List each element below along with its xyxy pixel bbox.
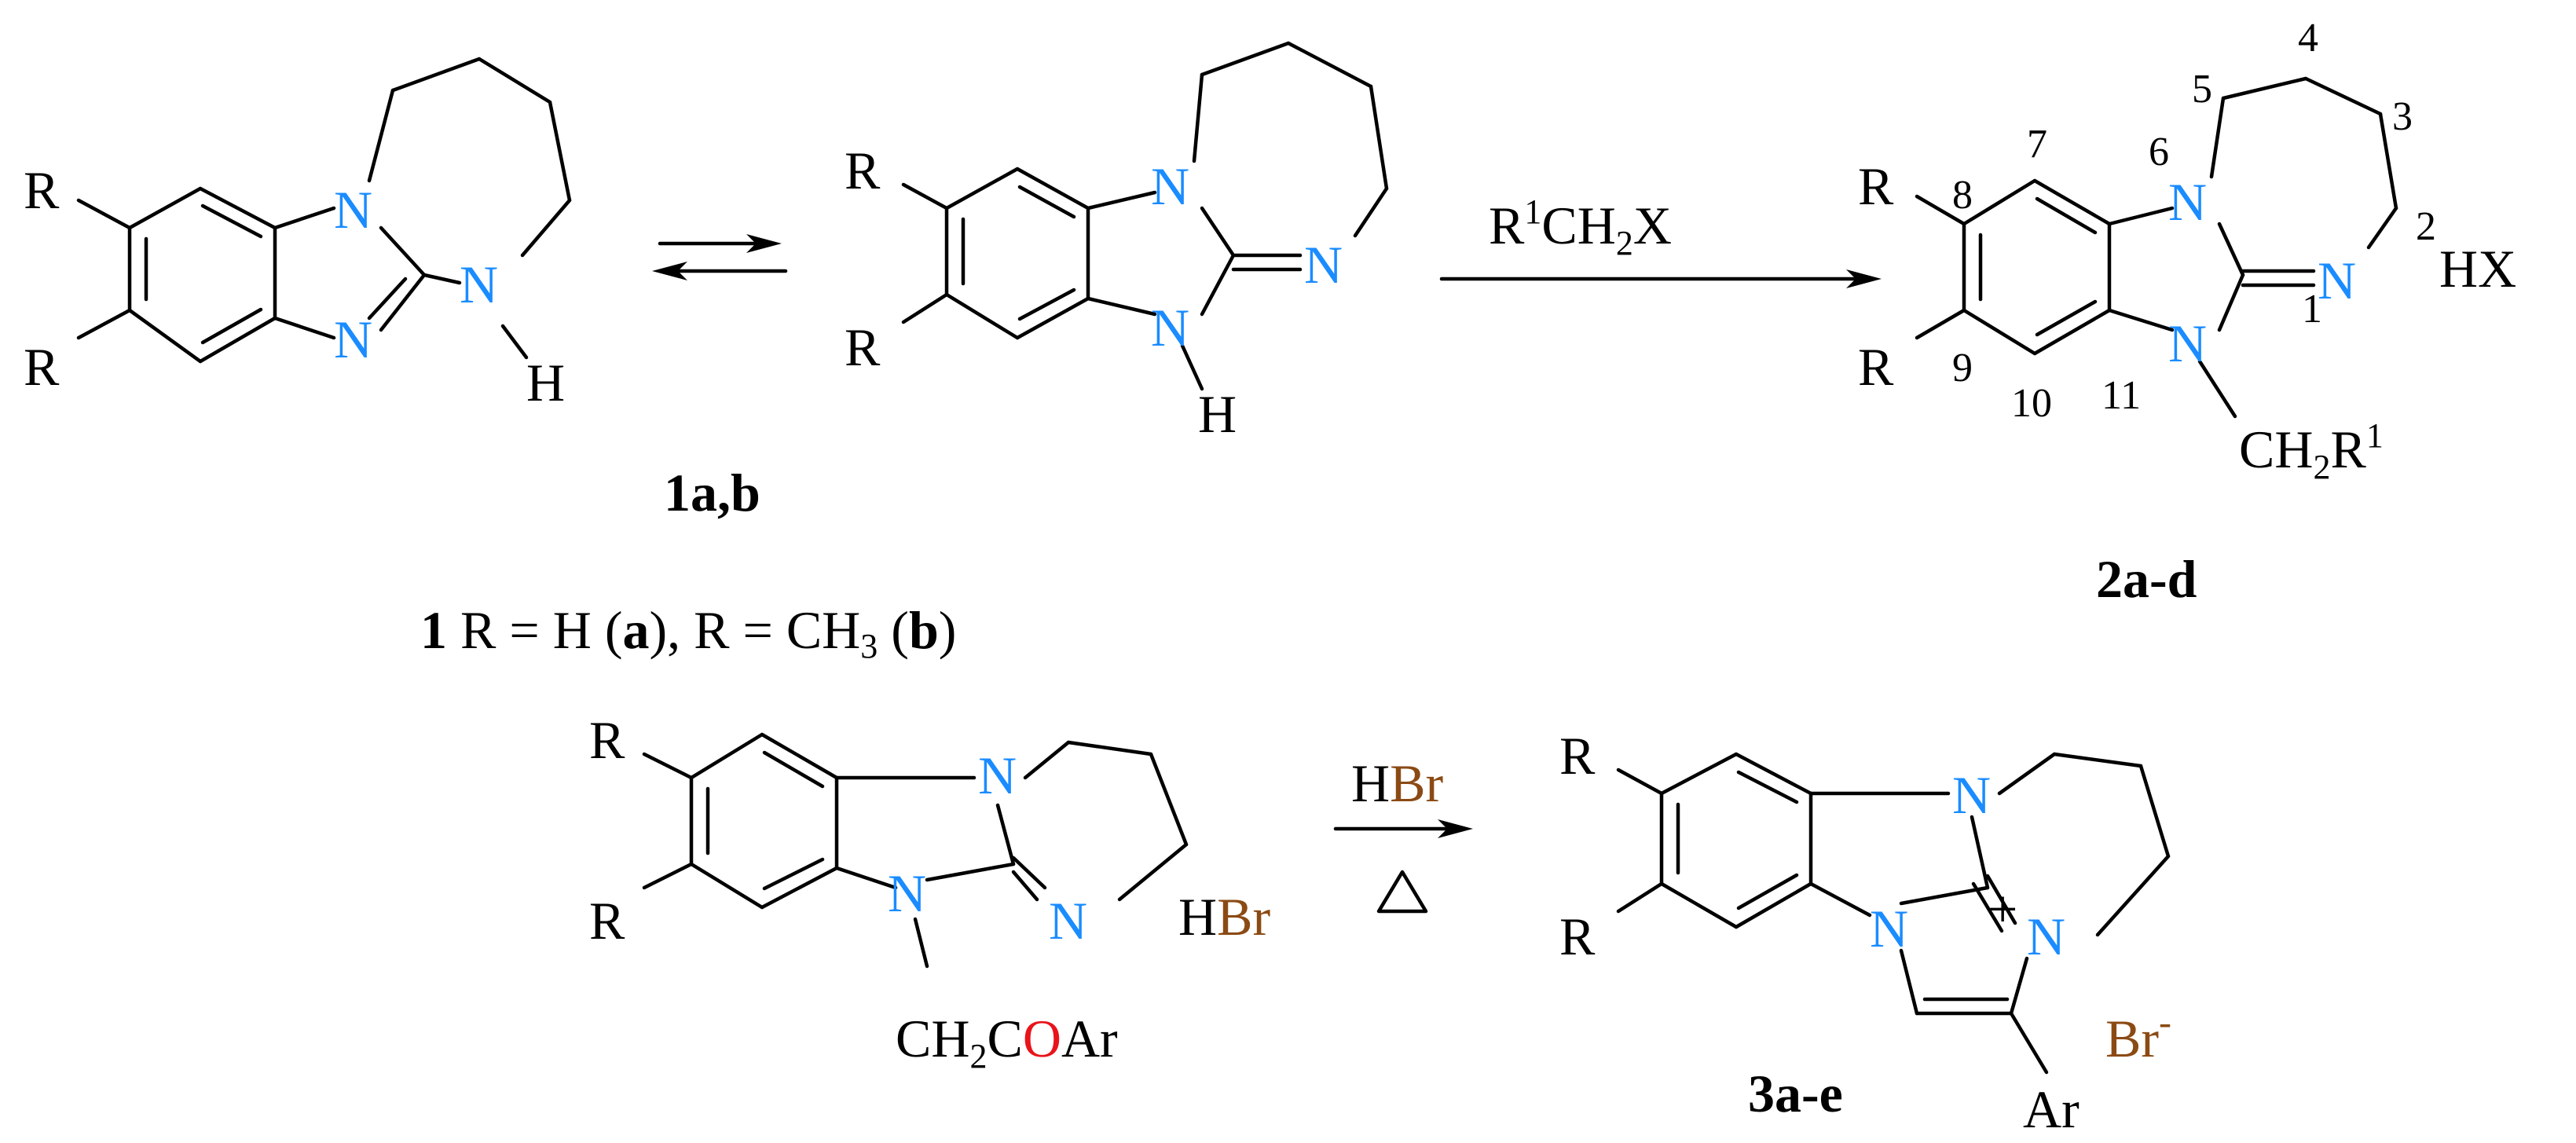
acid-hbr: HBr	[1178, 887, 1270, 947]
r-substituent-bottom: R	[1858, 337, 1894, 397]
bonds	[1616, 752, 2171, 1075]
nitrogen-atom: N	[334, 310, 372, 369]
equilibrium-arrows	[652, 234, 788, 280]
locant-11: 11	[2101, 373, 2141, 418]
nitrogen-atom: N	[978, 746, 1017, 805]
compound-1-legend: 1 R = H (a), R = CH3 (b)	[420, 600, 956, 665]
acid-hx: HX	[2439, 239, 2516, 299]
r-substituent-bottom: R	[1559, 907, 1596, 966]
hydrogen-atom: H	[526, 353, 565, 412]
nitrogen-atom: N	[888, 863, 926, 923]
compound-1-amino-tautomer: R R N N N H	[24, 57, 572, 412]
bonds	[901, 41, 1389, 391]
r-substituent-bottom: R	[24, 337, 60, 397]
bonds	[1915, 76, 2398, 419]
r-substituent-bottom: R	[589, 891, 625, 951]
r-substituent-top: R	[589, 710, 625, 770]
positive-charge: +	[1988, 879, 2017, 939]
compound-2: R R N N N HX CH2R1 1 2 3 4 5 6 7 8 9 10 …	[1858, 16, 2516, 486]
reagent-hbr: HBr	[1351, 753, 1443, 813]
nitrogen-atom-imine: N	[1304, 235, 1343, 295]
nitrogen-atom: N	[1151, 156, 1189, 216]
nitrogen-atom-nh: N	[460, 255, 498, 314]
nitrogen-atom: N	[1952, 765, 1991, 825]
locant-5: 5	[2192, 67, 2212, 112]
r-substituent-top: R	[845, 141, 881, 200]
substituent-ch2coar: CH2COAr	[896, 1009, 1118, 1075]
nitrogen-atom: N	[334, 180, 372, 240]
locant-8: 8	[1952, 173, 1973, 218]
locant-9: 9	[1952, 346, 1973, 390]
locant-4: 4	[2298, 16, 2318, 60]
bromide-counterion: Br-	[2105, 1002, 2171, 1068]
r-substituent-top: R	[24, 160, 60, 220]
cyclization-arrow: HBr	[1333, 753, 1473, 914]
aryl-substituent: Ar	[2023, 1079, 2079, 1139]
triangle-heat-icon	[1376, 870, 1428, 914]
r-substituent-top: R	[1559, 726, 1596, 786]
compound-2-phenacyl: R R N N N HBr CH2COAr	[589, 710, 1270, 1075]
compound-3: R R N N N + Ar Br-	[1559, 726, 2171, 1139]
nitrogen-atom-n11: N	[2168, 313, 2207, 373]
nitrogen-atom-nh: N	[1151, 298, 1189, 357]
nitrogen-atom-imine: N	[1049, 891, 1087, 951]
r-substituent-top: R	[1858, 156, 1894, 216]
alkylation-arrow: R1CH2X	[1439, 192, 1882, 288]
locant-6: 6	[2149, 130, 2169, 174]
compound-label-3ae: 3a-e	[1748, 1064, 1843, 1123]
nitrogen-atom-cationic: N	[2027, 907, 2065, 966]
nitrogen-atom-n1: N	[2318, 251, 2356, 310]
nitrogen-atom: N	[1870, 899, 1908, 958]
locant-2: 2	[2416, 204, 2436, 249]
locant-3: 3	[2392, 94, 2413, 139]
locant-7: 7	[2027, 122, 2047, 167]
compound-1-imino-tautomer: R R N N N H	[845, 41, 1389, 444]
substituent-ch2r1: CH2R1	[2239, 416, 2384, 486]
r-substituent-bottom: R	[845, 317, 881, 377]
locant-10: 10	[2011, 381, 2052, 426]
compound-label-2ad: 2a-d	[2096, 549, 2197, 609]
nitrogen-atom-n6: N	[2168, 172, 2207, 232]
reagent-r1ch2x: R1CH2X	[1489, 192, 1672, 262]
bonds	[642, 732, 1189, 969]
bonds	[76, 57, 572, 364]
locant-1: 1	[2302, 287, 2322, 332]
compound-label-1ab: 1a,b	[664, 463, 760, 522]
hydrogen-atom: H	[1198, 384, 1237, 444]
